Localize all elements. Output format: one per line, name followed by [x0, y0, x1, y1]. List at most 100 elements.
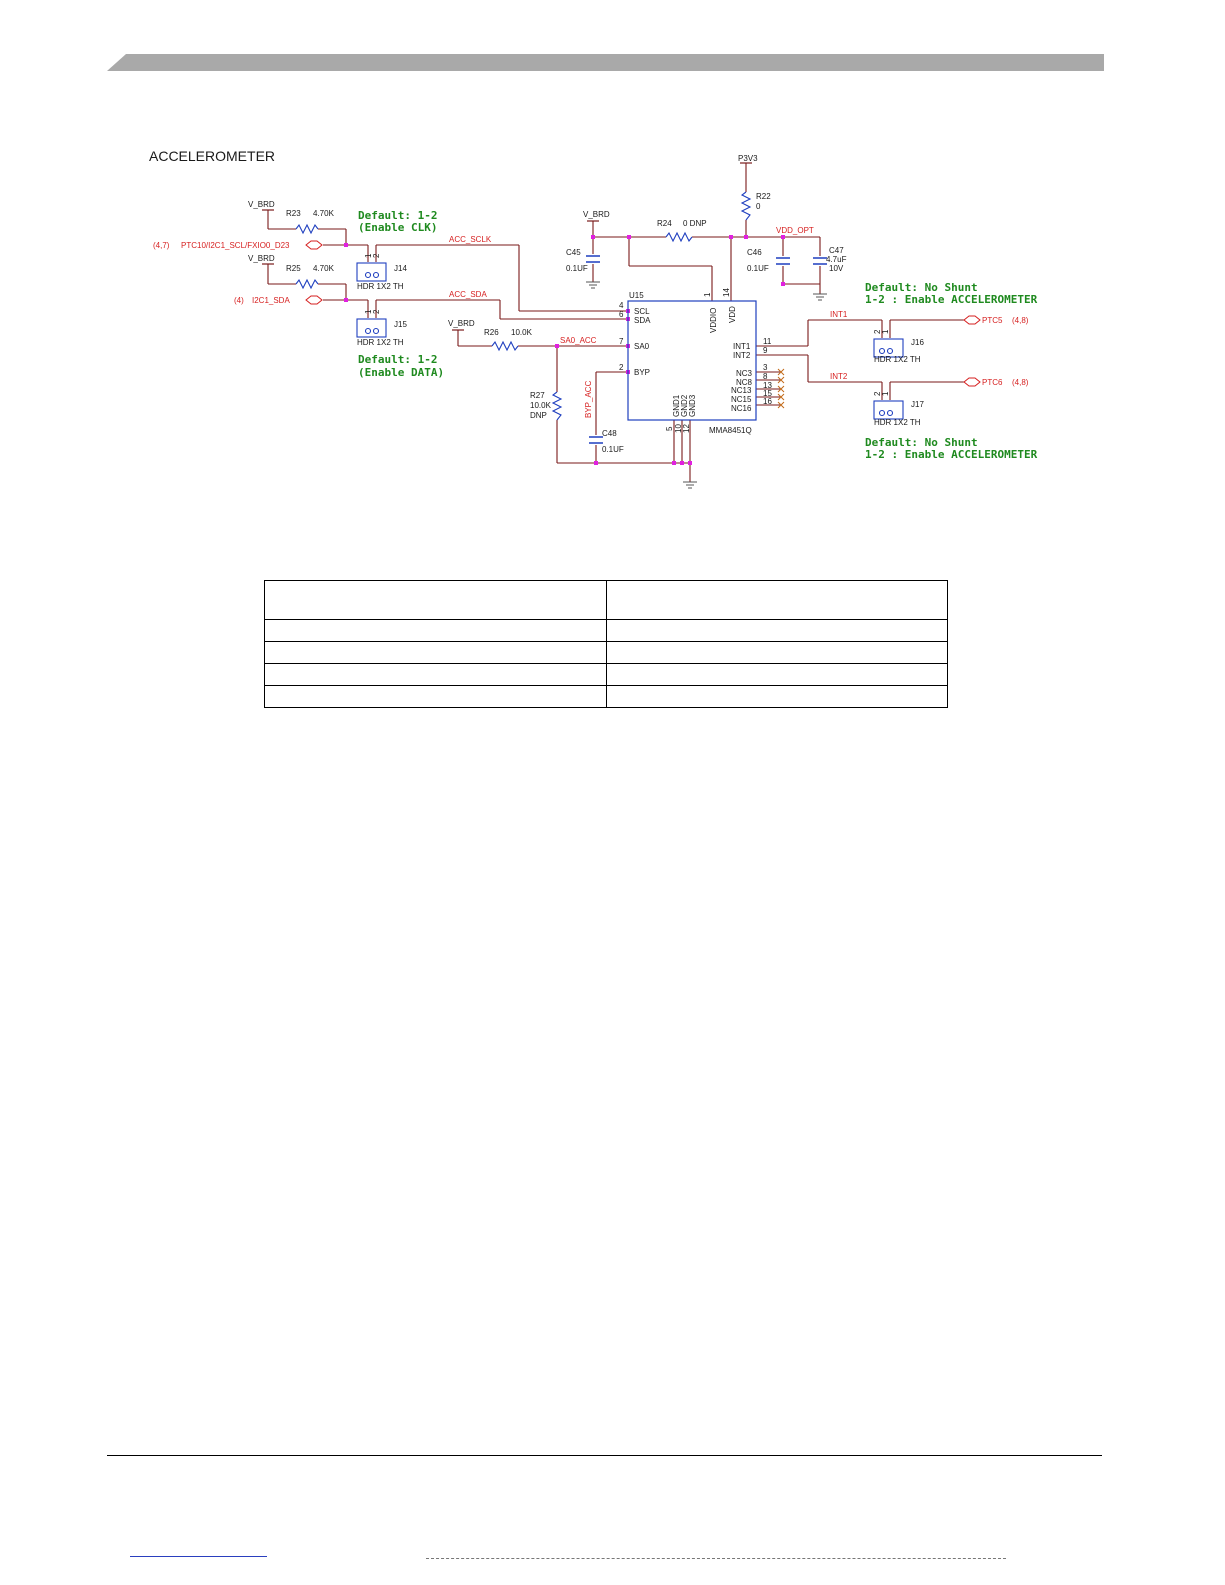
pin-scl-num: 4: [619, 301, 624, 310]
j16-body: [873, 338, 904, 358]
pin-int1-num: 11: [763, 337, 772, 346]
junction: [555, 344, 559, 348]
junction: [344, 243, 348, 247]
resistors: [295, 191, 752, 421]
r25-value: 4.70K: [313, 264, 335, 273]
table-cell: [605, 663, 948, 686]
pin-int1-name: INT1: [733, 342, 751, 351]
footer-rule: [107, 1455, 1102, 1456]
pin-gnd1-num: 5: [665, 426, 674, 431]
net-vdd-opt: VDD_OPT: [776, 226, 814, 235]
note-j14-line2: (Enable CLK): [358, 221, 437, 234]
net-acc-sclk: ACC_SCLK: [449, 235, 492, 244]
c46-value: 0.1UF: [747, 264, 769, 273]
accelerometer-schematic: ACCELEROMETER: [149, 148, 1038, 489]
j14-ref: J14: [394, 264, 407, 273]
capacitors: [586, 255, 827, 444]
net-sa0-acc: SA0_ACC: [560, 336, 597, 345]
r26-symbol: [491, 340, 519, 352]
junction: [344, 298, 348, 302]
j15-pin2-num: 2: [372, 309, 381, 314]
note-j16-line2: 1-2 : Enable ACCELEROMETER: [865, 293, 1038, 306]
power-flags: [262, 162, 752, 331]
j15-pin-2: [372, 327, 380, 335]
j15-pin1-num: 1: [364, 309, 373, 314]
pin-vdd-num: 14: [722, 288, 731, 297]
j17-pin2-num: 2: [873, 391, 882, 396]
u15-ref: U15: [629, 291, 644, 300]
nc-x-3: [777, 368, 785, 376]
empty-table: [264, 580, 948, 708]
r23-ref: R23: [286, 209, 301, 218]
net-vbrd: V_BRD: [583, 210, 610, 219]
r23-value: 4.70K: [313, 209, 335, 218]
r27-dnp: DNP: [530, 411, 547, 420]
r23-symbol: [295, 223, 319, 235]
j14-body: [356, 262, 387, 282]
no-connect-markers: [777, 368, 785, 409]
j17-type: HDR 1X2 TH: [874, 418, 921, 427]
junction: [591, 235, 595, 239]
r25-symbol: [295, 278, 319, 290]
r26-value: 10.0K: [511, 328, 533, 337]
pin-nc16-num: 16: [763, 397, 772, 406]
j15-body: [356, 318, 387, 338]
r22-ref: R22: [756, 192, 771, 201]
u15-body: [627, 300, 757, 421]
table-cell: [605, 685, 948, 708]
r22-symbol: [740, 191, 752, 221]
pin-nc13-name: NC13: [731, 386, 752, 395]
junction: [781, 282, 785, 286]
c48-value: 0.1UF: [602, 445, 624, 454]
pin-sa0-num: 7: [619, 337, 624, 346]
gnd-c45: [586, 281, 600, 289]
junction: [744, 235, 748, 239]
j16-pin1-num: 1: [881, 329, 890, 334]
pin-nc15-num: 15: [763, 389, 772, 398]
table-cell: [605, 580, 948, 620]
note-j14-line1: Default: 1-2: [358, 209, 437, 222]
j17-body: [873, 400, 904, 420]
pin-gnd2-name: GND2: [680, 394, 689, 417]
port-ptc5: [963, 315, 981, 325]
section-title: ACCELEROMETER: [149, 148, 275, 164]
c48-ref: C48: [602, 429, 617, 438]
pin-nc8-num: 8: [763, 372, 768, 381]
u15-part: MMA8451Q: [709, 426, 752, 435]
net-vbrd: V_BRD: [248, 254, 275, 263]
net-p3v3: P3V3: [738, 154, 758, 163]
port-scl-ref: (4,7): [153, 241, 170, 250]
c45-value: 0.1UF: [566, 264, 588, 273]
j14-pin-1: [364, 271, 372, 279]
port-scl-name: PTC10/I2C1_SCL/FXIO0_D23: [181, 241, 290, 250]
footer-dashed-line: [426, 1558, 1006, 1559]
junction: [672, 461, 676, 465]
j17-pin-2: [878, 409, 886, 417]
nc-x-16: [777, 401, 785, 409]
pin-nc13-num: 13: [763, 381, 772, 390]
table-cell: [264, 641, 607, 664]
r27-symbol: [551, 391, 563, 421]
junction: [627, 235, 631, 239]
junction: [781, 235, 785, 239]
footer-link-underline[interactable]: [130, 1556, 267, 1557]
port-sda: [305, 295, 323, 305]
c47-voltage: 10V: [829, 264, 844, 273]
header-band: [107, 54, 1104, 71]
j16-pin-1: [886, 347, 894, 355]
junction: [680, 461, 684, 465]
pin-vddio-name: VDDIO: [709, 308, 718, 333]
pin-gnd3-num: 12: [682, 424, 691, 433]
c47-ref: C47: [829, 246, 844, 255]
table-cell: [264, 685, 607, 708]
j17-pin-1: [886, 409, 894, 417]
pin-byp-name: BYP: [634, 368, 650, 377]
r24-value: 0 DNP: [683, 219, 707, 228]
table-row: [264, 663, 948, 686]
net-int2: INT2: [830, 372, 848, 381]
c46-symbol: [776, 257, 790, 265]
j17-pin1-num: 1: [881, 391, 890, 396]
pin-int2-num: 9: [763, 346, 768, 355]
note-j15-line2: (Enable DATA): [358, 366, 444, 379]
note-j16-line1: Default: No Shunt: [865, 281, 978, 294]
